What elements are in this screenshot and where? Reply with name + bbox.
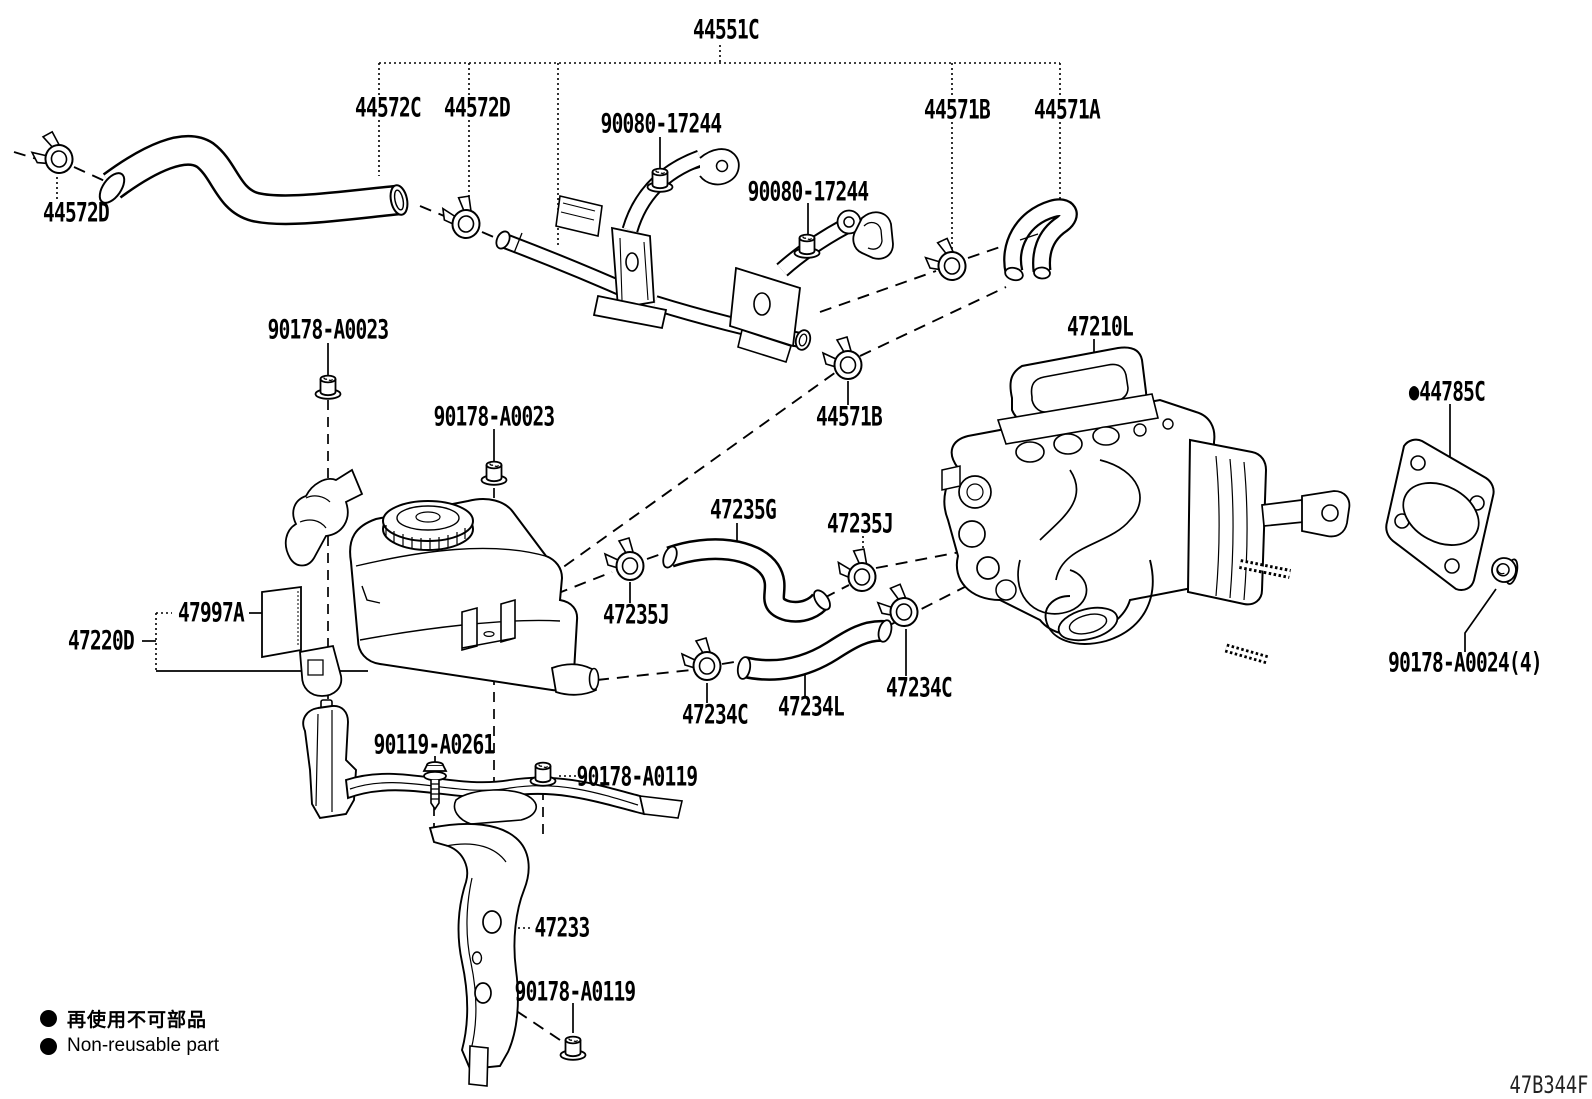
hose-44571a bbox=[1003, 198, 1078, 282]
part-label-44571b-top[interactable]: 44571B bbox=[924, 94, 991, 126]
legend-row-jp: 再使用不可部品 bbox=[40, 1004, 219, 1032]
sticker-47997a bbox=[261, 585, 302, 659]
part-label-47235g[interactable]: 47235G bbox=[710, 494, 777, 526]
clamp-47234c-left bbox=[681, 637, 722, 681]
legend: 再使用不可部品 Non-reusable part bbox=[40, 1004, 219, 1060]
hose-47235g bbox=[662, 538, 831, 623]
part-label-47233[interactable]: 47233 bbox=[534, 912, 591, 944]
part-label-90119-a0261[interactable]: 90119-A0261 bbox=[373, 729, 496, 761]
part-label-44572d-left[interactable]: 44572D bbox=[43, 197, 110, 229]
part-label-44572c[interactable]: 44572C bbox=[355, 92, 422, 124]
nut-90178-a0119-upper bbox=[529, 761, 557, 787]
nut-90178-a0119-lower bbox=[559, 1035, 587, 1061]
non-reusable-bullet-icon: ● bbox=[1408, 377, 1419, 406]
part-label-90178-a0119-lower[interactable]: 90178-A0119 bbox=[514, 976, 637, 1008]
part-label-90080-17244-a[interactable]: 90080-17244 bbox=[600, 108, 723, 140]
part-label-44571b-mid[interactable]: 44571B bbox=[816, 401, 883, 433]
clamp-44571b-top bbox=[922, 235, 969, 285]
figure-code: 47B344F bbox=[1509, 1071, 1589, 1099]
clamp-44571b-mid bbox=[822, 336, 863, 380]
bracket-47233 bbox=[302, 699, 683, 1087]
part-label-90080-17244-b[interactable]: 90080-17244 bbox=[747, 176, 870, 208]
hose-44572c bbox=[98, 134, 409, 226]
leader-lines bbox=[142, 137, 1497, 1033]
part-label-47210l[interactable]: 47210L bbox=[1067, 311, 1134, 343]
legend-text-jp: 再使用不可部品 bbox=[67, 1009, 208, 1031]
booster-47210l bbox=[941, 346, 1351, 665]
part-label-90178-a0023-a[interactable]: 90178-A0023 bbox=[267, 314, 390, 346]
part-label-90178-a0023-b[interactable]: 90178-A0023 bbox=[433, 401, 556, 433]
clamp-47235j-right bbox=[834, 545, 880, 594]
nut-90178-a0023-b bbox=[480, 460, 508, 486]
clamp-44572d-mid bbox=[438, 191, 485, 241]
capnut-90178-a0024 bbox=[1488, 554, 1521, 586]
clamp-44572d-left bbox=[27, 127, 77, 179]
part-label-47997a[interactable]: 47997A bbox=[178, 597, 245, 629]
part-label-44551c[interactable]: 44551C bbox=[693, 14, 760, 46]
pipe-assembly bbox=[495, 148, 894, 364]
nut-90178-a0023-a bbox=[314, 374, 342, 400]
legend-text-en: Non-reusable part bbox=[67, 1035, 220, 1056]
part-label-47234c-left[interactable]: 47234C bbox=[682, 699, 749, 731]
part-label-47234c-right[interactable]: 47234C bbox=[886, 672, 953, 704]
part-label-44785c-text: 44785C bbox=[1419, 376, 1486, 408]
part-label-44572d-top[interactable]: 44572D bbox=[444, 92, 511, 124]
part-label-44571a[interactable]: 44571A bbox=[1034, 94, 1101, 126]
gasket-44785c bbox=[1385, 438, 1495, 591]
part-label-47235j-right[interactable]: 47235J bbox=[827, 508, 894, 540]
part-label-47235j-left[interactable]: 47235J bbox=[603, 599, 670, 631]
part-label-90178-a0024[interactable]: 90178-A0024(4) bbox=[1388, 647, 1542, 679]
legend-row-en: Non-reusable part bbox=[40, 1032, 219, 1060]
part-label-47220d[interactable]: 47220D bbox=[68, 625, 135, 657]
non-reusable-bullet-icon bbox=[40, 1009, 57, 1027]
reservoir-47220d bbox=[284, 468, 600, 697]
non-reusable-bullet-icon bbox=[40, 1037, 57, 1055]
part-label-47234l[interactable]: 47234L bbox=[778, 691, 845, 723]
part-label-44785c[interactable]: ●44785C bbox=[1408, 376, 1486, 408]
hose-47234l bbox=[736, 619, 893, 681]
clamp-47235j-left bbox=[604, 537, 645, 581]
part-label-90178-a0119-upper[interactable]: 90178-A0119 bbox=[576, 761, 699, 793]
